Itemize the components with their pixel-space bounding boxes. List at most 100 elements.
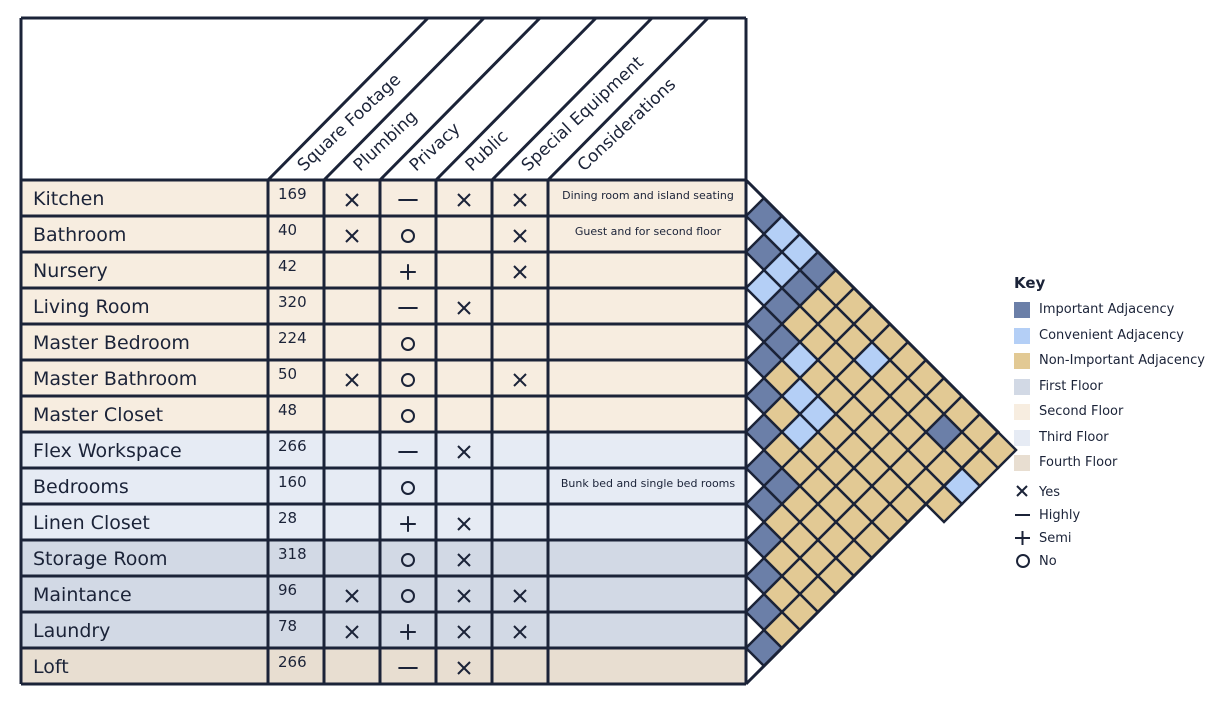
- square-footage: 266: [278, 653, 307, 671]
- room-name: Storage Room: [33, 548, 167, 570]
- privacy-symbol: [401, 481, 415, 495]
- table-row: [21, 612, 746, 648]
- special-symbol: [513, 193, 527, 207]
- header-divider-line: [546, 16, 710, 182]
- adjacency-grid: [744, 196, 1018, 668]
- considerations-text: Bunk bed and single bed rooms: [561, 477, 736, 490]
- legend-symbol-item: No: [1014, 550, 1220, 573]
- square-footage: 96: [278, 581, 297, 599]
- room-name: Nursery: [33, 260, 108, 282]
- privacy-symbol: [401, 589, 415, 603]
- table-row: [21, 468, 746, 504]
- legend-item: Second Floor: [1014, 402, 1220, 428]
- room-name: Loft: [33, 656, 69, 678]
- public-symbol: [457, 193, 471, 207]
- privacy-symbol: [400, 624, 416, 640]
- plumbing-symbol: [345, 193, 359, 207]
- square-footage: 48: [278, 401, 297, 419]
- legend-symbol-label: No: [1039, 553, 1057, 569]
- legend-item: Fourth Floor: [1014, 453, 1220, 479]
- plumbing-symbol: [345, 589, 359, 603]
- room-name: Master Bedroom: [33, 332, 190, 354]
- legend-symbol-item: Semi: [1014, 527, 1220, 550]
- adjacency-outline: [744, 178, 1001, 686]
- table-row: [21, 180, 746, 216]
- legend-swatch: [1014, 404, 1030, 420]
- table-row: [21, 288, 746, 324]
- table-row: [21, 396, 746, 432]
- table-row: [21, 432, 746, 468]
- room-name: Maintance: [33, 584, 132, 606]
- legend-label: Important Adjacency: [1039, 302, 1175, 317]
- room-name: Linen Closet: [33, 512, 150, 534]
- special-symbol: [513, 265, 527, 279]
- legend-label: Convenient Adjacency: [1039, 327, 1184, 343]
- table-row: [21, 504, 746, 540]
- legend-label: Non-Important Adjacency: [1039, 353, 1205, 368]
- legend-item: Convenient Adjacency: [1014, 326, 1220, 352]
- legend-swatch: [1014, 455, 1030, 471]
- privacy-symbol: [400, 516, 416, 532]
- privacy-symbol: [401, 553, 415, 567]
- room-name: Kitchen: [33, 188, 104, 210]
- privacy-symbol: [400, 264, 416, 280]
- legend-symbol-label: Highly: [1039, 507, 1081, 523]
- public-symbol: [457, 625, 471, 639]
- legend-item: Third Floor: [1014, 428, 1220, 454]
- privacy-symbol: [401, 409, 415, 423]
- special-symbol: [513, 625, 527, 639]
- room-name: Flex Workspace: [33, 440, 182, 462]
- table-row: [21, 324, 746, 360]
- legend-label: Second Floor: [1039, 404, 1124, 419]
- public-symbol: [457, 445, 471, 459]
- square-footage: 224: [278, 329, 307, 347]
- legend-swatch: [1014, 327, 1030, 344]
- plumbing-symbol: [345, 373, 359, 387]
- header-divider-line: [378, 16, 542, 182]
- legend-symbol-label: Semi: [1039, 530, 1072, 546]
- square-footage: 266: [278, 437, 307, 455]
- table-row: [21, 540, 746, 576]
- square-footage: 78: [278, 617, 297, 635]
- highly-symbol-icon: [1015, 513, 1030, 516]
- special-symbol: [513, 373, 527, 387]
- legend-symbol-label: Yes: [1039, 484, 1060, 500]
- table-row: [21, 576, 746, 612]
- square-footage: 50: [278, 365, 297, 383]
- public-symbol: [457, 301, 471, 315]
- considerations-text: Guest and for second floor: [575, 225, 722, 238]
- legend-title: Key: [1014, 274, 1046, 292]
- semi-symbol-icon: [1015, 530, 1030, 545]
- legend-swatch: [1014, 302, 1030, 318]
- legend-label: First Floor: [1039, 378, 1103, 394]
- no-symbol-icon: [1016, 553, 1030, 568]
- room-name: Laundry: [33, 620, 110, 642]
- considerations-text: Dining room and island seating: [562, 189, 734, 202]
- legend-item: First Floor: [1014, 377, 1220, 403]
- legend-item: Important Adjacency: [1014, 300, 1220, 326]
- plumbing-symbol: [345, 625, 359, 639]
- square-footage: 320: [278, 293, 307, 311]
- room-name: Master Bathroom: [33, 368, 197, 390]
- legend-symbol-item: Highly: [1014, 504, 1220, 527]
- public-symbol: [457, 661, 471, 675]
- table-row: [21, 648, 746, 684]
- square-footage: 40: [278, 221, 297, 239]
- room-name: Living Room: [33, 296, 150, 318]
- privacy-symbol: [401, 373, 415, 387]
- yes-symbol-icon: [1016, 484, 1028, 497]
- legend-symbol-item: Yes: [1014, 481, 1220, 504]
- square-footage: 318: [278, 545, 307, 563]
- legend-swatch: [1014, 429, 1030, 446]
- public-symbol: [457, 589, 471, 603]
- header-divider-line: [434, 16, 598, 182]
- special-symbol: [513, 229, 527, 243]
- legend-swatch: [1014, 378, 1030, 395]
- legend-swatch: [1014, 353, 1030, 369]
- room-name: Bedrooms: [33, 476, 129, 498]
- legend-label: Fourth Floor: [1039, 455, 1118, 470]
- square-footage: 42: [278, 257, 297, 275]
- legend-label: Third Floor: [1039, 429, 1109, 445]
- public-symbol: [457, 553, 471, 567]
